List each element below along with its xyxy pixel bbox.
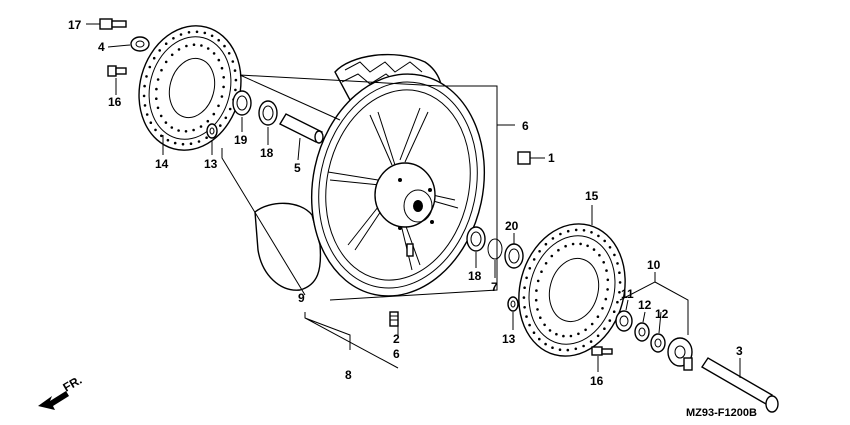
callout-5: 5 — [294, 161, 301, 175]
tire-lower — [254, 202, 322, 291]
bolt-16-right — [591, 346, 613, 356]
callout-18-right: 18 — [468, 269, 482, 283]
callout-11: 11 — [621, 287, 634, 301]
callout-14: 14 — [155, 157, 169, 171]
callout-12b: 12 — [655, 307, 669, 321]
spacer-5 — [279, 113, 324, 144]
callout-3: 3 — [736, 344, 743, 358]
callout-7: 7 — [491, 280, 498, 294]
seal-12a — [634, 322, 650, 342]
callout-6-top: 6 — [522, 119, 529, 133]
front-axle-3 — [701, 357, 779, 413]
callout-17: 17 — [68, 18, 82, 32]
front-direction-indicator: FR. — [38, 373, 84, 410]
valve-2 — [389, 311, 399, 327]
collar-4 — [130, 36, 150, 52]
callout-numbers: 17 4 16 14 13 19 18 5 6 1 15 20 18 7 10 … — [68, 18, 743, 388]
callout-13-left: 13 — [204, 157, 218, 171]
bearing-20 — [504, 243, 524, 269]
seal-18-right — [466, 226, 486, 252]
direction-label: FR. — [61, 373, 85, 395]
callout-16-left: 16 — [108, 95, 122, 109]
speedometer-gearbox — [667, 337, 693, 371]
callout-10: 10 — [647, 258, 661, 272]
callout-20: 20 — [505, 219, 519, 233]
washer-13-right — [507, 296, 519, 312]
arrow-icon — [38, 391, 69, 410]
wheel-rim — [310, 73, 486, 297]
callout-9: 9 — [298, 291, 305, 305]
callout-2: 2 — [393, 332, 400, 346]
seal-12b — [650, 333, 666, 353]
balance-weight-1 — [517, 151, 531, 165]
leader-lines — [86, 23, 741, 378]
callout-6-bottom: 6 — [393, 347, 400, 361]
bearing-19 — [232, 90, 252, 116]
callout-18-left: 18 — [260, 146, 274, 160]
callout-4: 4 — [98, 40, 105, 54]
collar-11 — [615, 310, 633, 332]
washer-13-left — [206, 123, 218, 139]
callout-19: 19 — [234, 133, 248, 147]
callout-1: 1 — [548, 151, 555, 165]
seal-18-left — [258, 100, 278, 126]
callout-15: 15 — [585, 189, 599, 203]
callout-8: 8 — [345, 368, 352, 382]
drawing-code: MZ93-F1200B — [686, 407, 757, 419]
right-brake-disc — [518, 223, 626, 357]
bolt-16-left — [107, 65, 127, 77]
callout-12a: 12 — [638, 298, 652, 312]
circlip-7 — [487, 238, 503, 260]
bolt-17 — [99, 18, 127, 30]
callout-16-right: 16 — [590, 374, 604, 388]
callout-13-right: 13 — [502, 332, 516, 346]
